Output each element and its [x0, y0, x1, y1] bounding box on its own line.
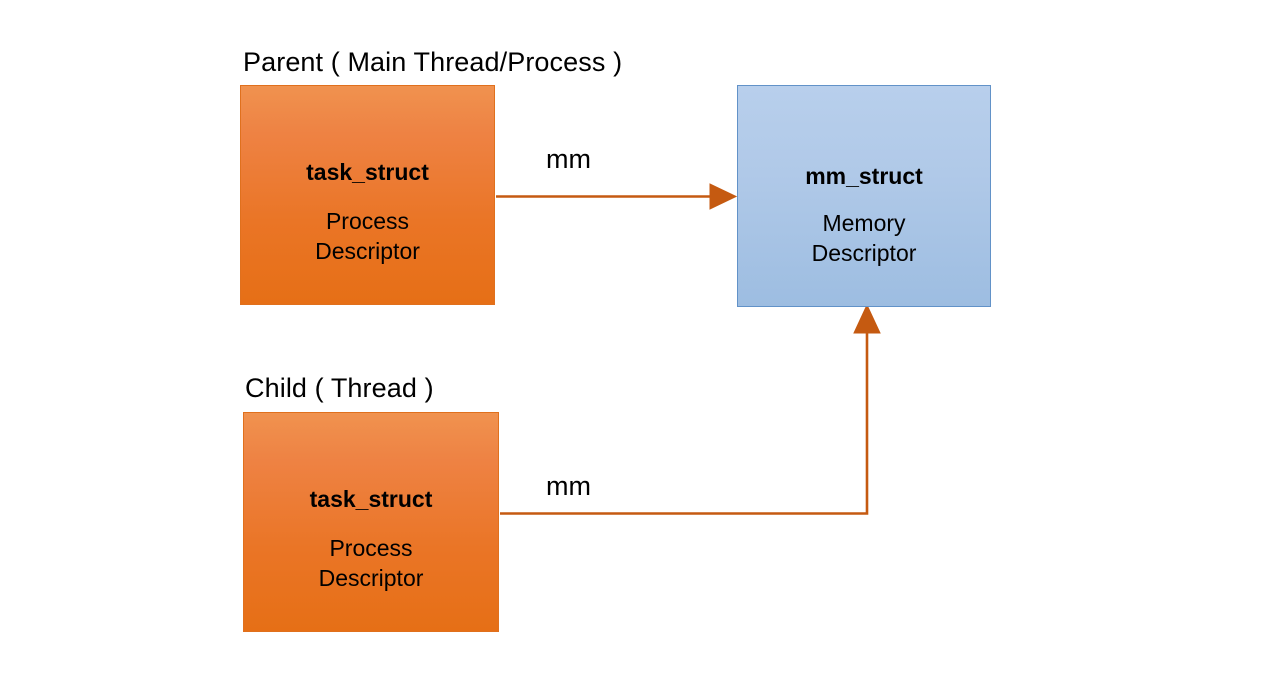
edge-parent-to-mm	[496, 183, 738, 210]
edge-child-to-mm-arrowhead	[853, 303, 881, 334]
edge-label-parent-mm: mm	[546, 144, 591, 174]
node-mm-struct-title: mm_struct	[805, 163, 923, 190]
node-parent-task-struct-subtitle-line1: Process	[325, 207, 410, 234]
parent-section-label: Parent ( Main Thread/Process )	[243, 47, 623, 77]
edge-parent-to-mm-arrowhead	[709, 183, 738, 210]
node-mm-struct-subtitle-line2: Descriptor	[811, 240, 917, 267]
node-child-task-struct-title: task_struct	[309, 486, 433, 513]
node-parent-task-struct-subtitle: Process Descriptor	[315, 206, 420, 267]
node-mm-struct[interactable]: mm_struct Memory Descriptor	[737, 85, 991, 307]
node-child-task-struct[interactable]: task_struct Process Descriptor	[243, 412, 499, 632]
node-parent-task-struct-subtitle-line2: Descriptor	[315, 238, 420, 265]
node-mm-struct-subtitle-line1: Memory	[822, 209, 906, 236]
child-section-label: Child ( Thread )	[245, 373, 434, 403]
node-parent-task-struct-title: task_struct	[306, 159, 429, 186]
node-child-task-struct-subtitle-line1: Process	[329, 534, 413, 561]
node-child-task-struct-subtitle-line2: Descriptor	[318, 565, 424, 592]
node-mm-struct-subtitle: Memory Descriptor	[812, 208, 917, 269]
edge-label-child-mm: mm	[546, 471, 591, 501]
node-child-task-struct-subtitle: Process Descriptor	[319, 533, 424, 594]
node-parent-task-struct[interactable]: task_struct Process Descriptor	[240, 85, 495, 305]
